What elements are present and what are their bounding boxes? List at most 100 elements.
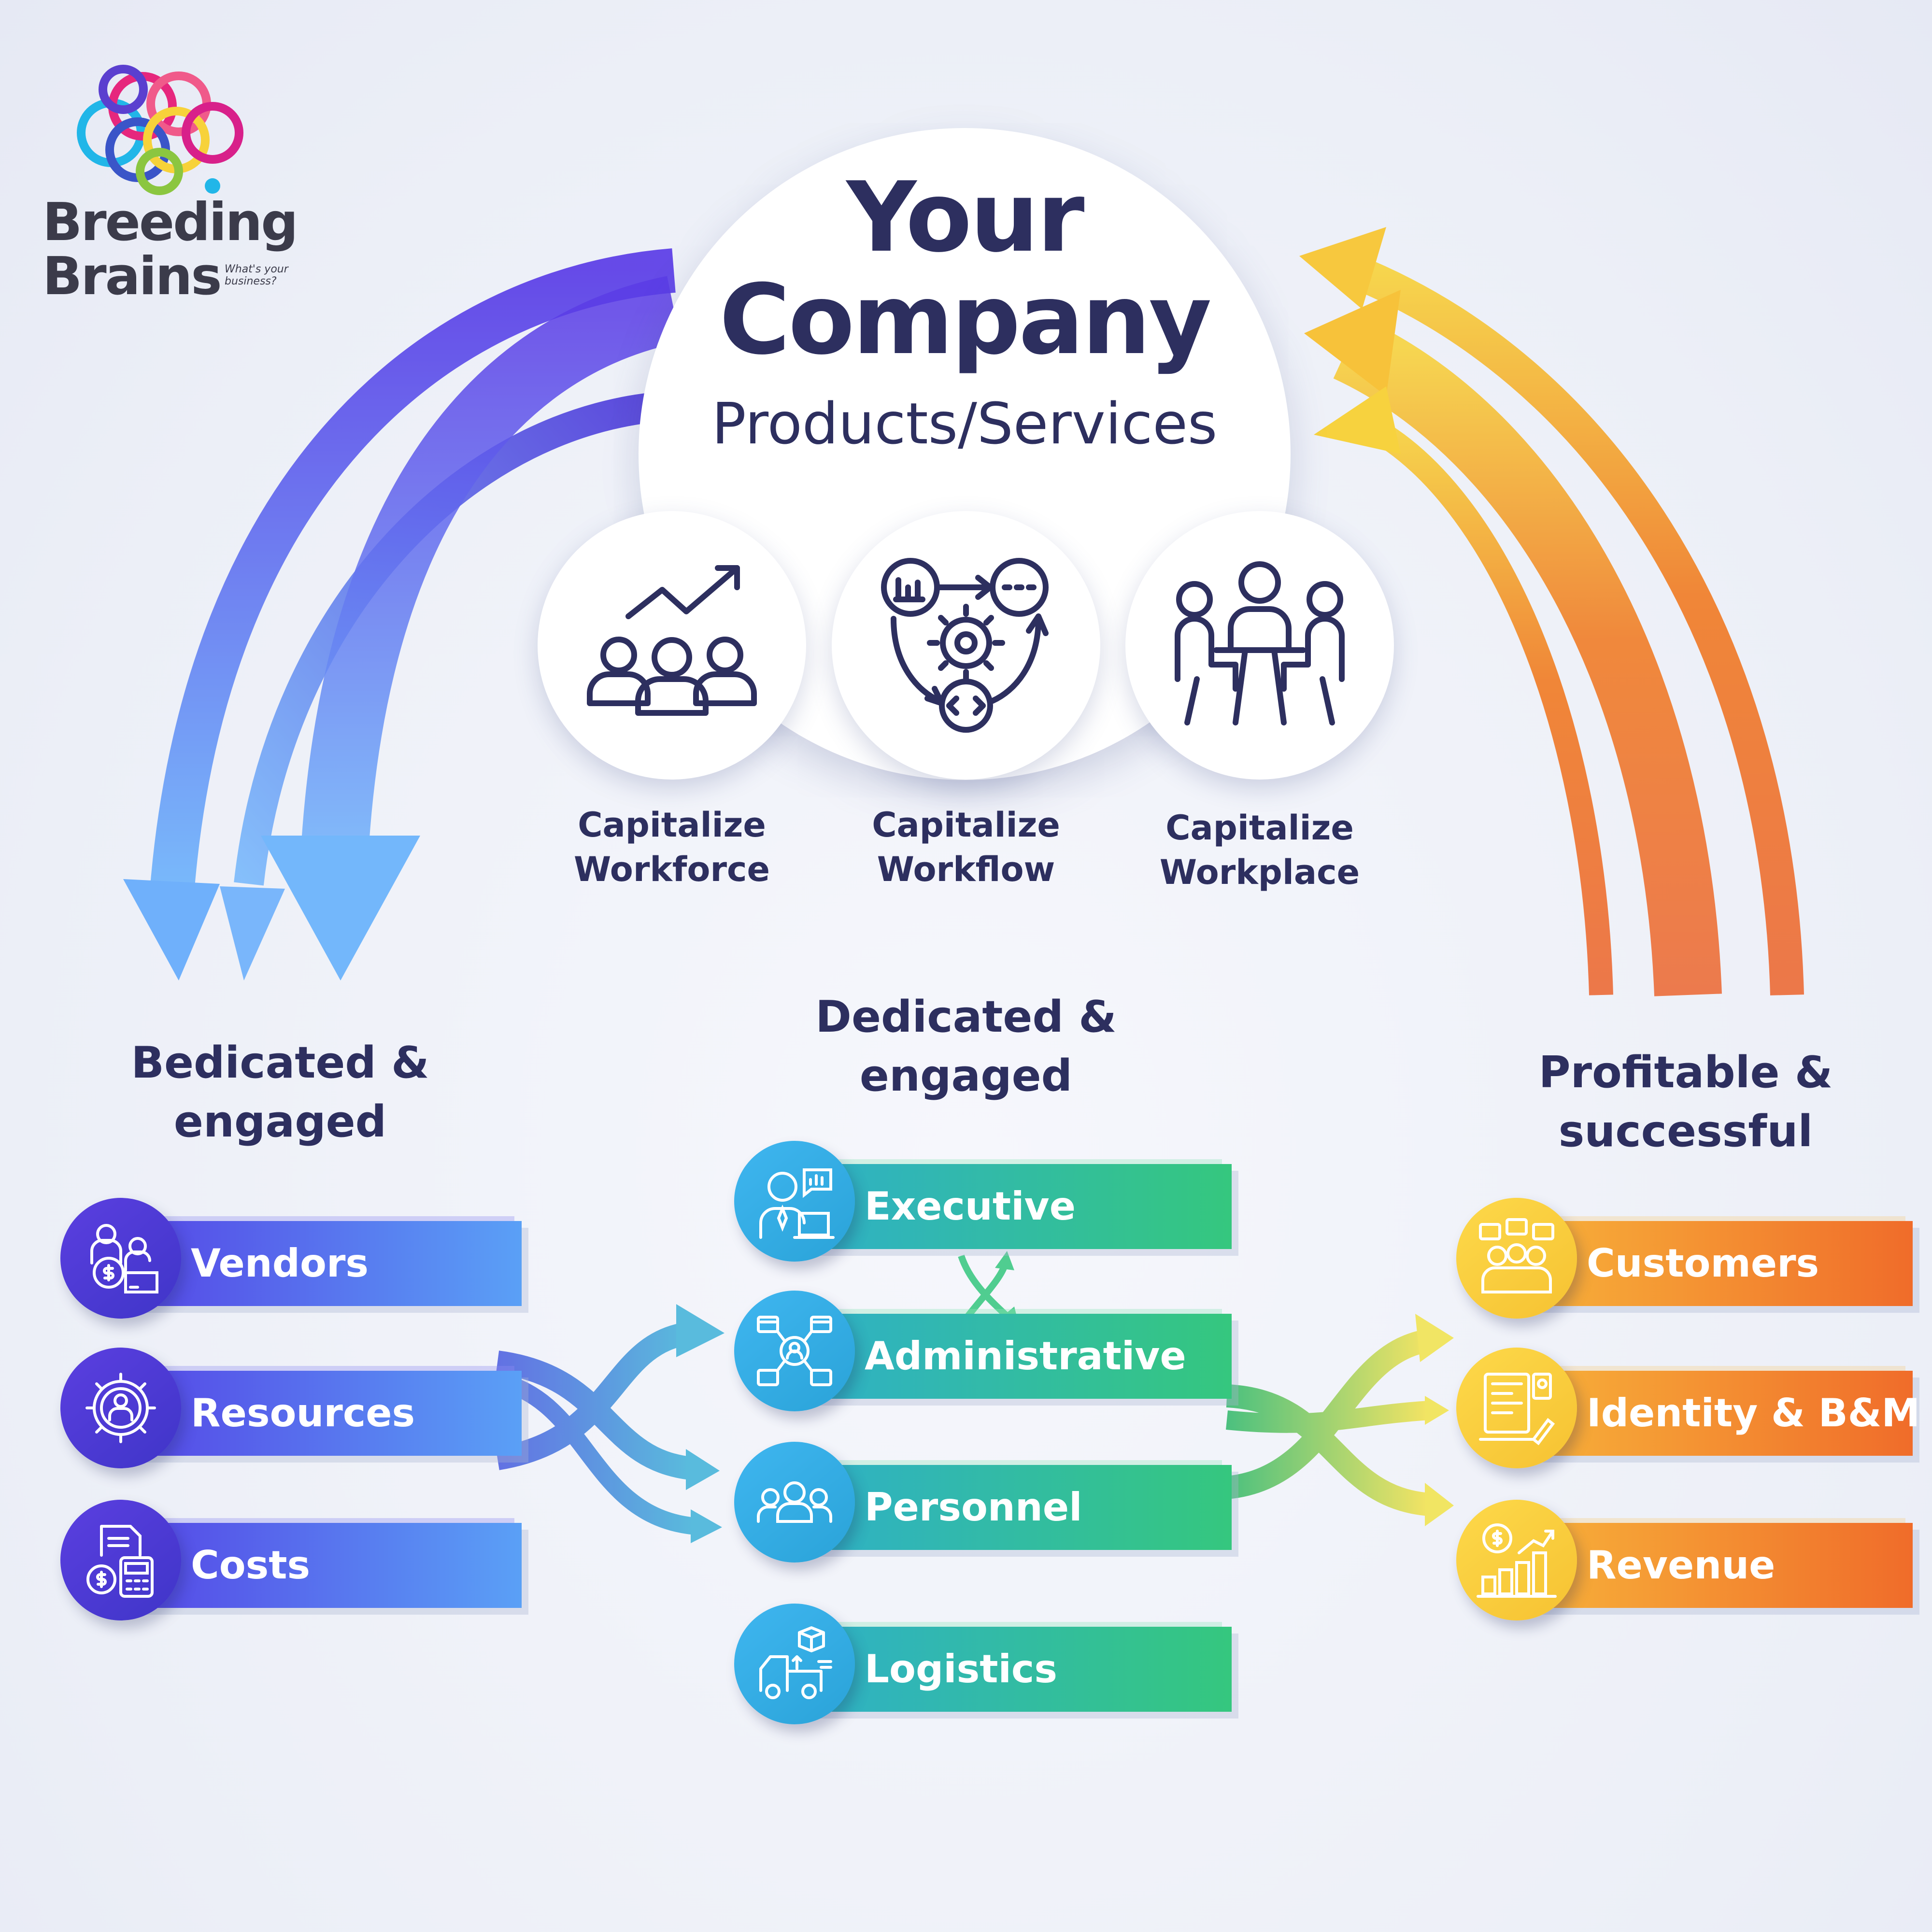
capitalize-workplace-circle	[1125, 511, 1394, 780]
company-title-line2: Company	[719, 264, 1211, 376]
pill-administrative-label: Administrative	[865, 1334, 1186, 1378]
capitalize-workforce-line1: Capitalize	[578, 805, 766, 845]
pill-executive-circle	[734, 1141, 855, 1262]
capitalize-workflow-line2: Workflow	[877, 850, 1055, 889]
pill-administrative-bar	[802, 1314, 1232, 1399]
pill-personnel-label: Personnel	[865, 1485, 1082, 1530]
capitalize-workflow-circle	[832, 511, 1100, 780]
capitalize-workplace-line2: Workplace	[1159, 852, 1360, 892]
orange-arc-inner	[1361, 414, 1613, 995]
connector-personnel-customers-head	[1415, 1314, 1454, 1362]
costs-calculator-icon	[86, 1525, 154, 1598]
pill-customers-bar	[1524, 1221, 1913, 1306]
logo-dot	[205, 178, 220, 194]
left-heading-line1: Bedicated &	[131, 1037, 429, 1088]
capitalize-workforce-circle	[538, 511, 806, 780]
pill-costs-bar	[128, 1523, 522, 1608]
blue-arc-inner	[299, 276, 681, 881]
company-subtitle: Products/Services	[711, 390, 1218, 457]
capitalize-workforce-line2: Workforce	[574, 850, 770, 889]
orange-arc-middle	[1333, 317, 1722, 996]
identity-brand-icon	[1479, 1373, 1555, 1446]
capitalize-workflow-line1: Capitalize	[872, 805, 1060, 845]
orange-arc-outer	[1346, 255, 1804, 995]
pill-logistics-bar	[802, 1627, 1232, 1712]
workplace-meeting-icon	[1175, 561, 1345, 725]
connector-resources-personnel-head	[691, 1509, 722, 1543]
pill-executive-bar	[802, 1164, 1232, 1249]
pill-personnel-circle	[734, 1442, 855, 1563]
pill-customers-label: Customers	[1587, 1241, 1819, 1286]
connector-vendors-personnel	[496, 1350, 693, 1480]
connector-resources-admin	[496, 1321, 693, 1470]
exec-admin-arrow-up	[963, 1264, 1008, 1321]
left-group-heading: Bedicated & engaged	[77, 1034, 483, 1151]
middle-heading-line2: engaged	[859, 1051, 1073, 1101]
right-flow-arrows	[1299, 227, 1804, 996]
breeding-brains-logo	[77, 65, 243, 195]
pill-resources-circle	[60, 1348, 181, 1468]
pill-resources-bar	[128, 1371, 522, 1456]
administrative-network-icon	[757, 1316, 832, 1386]
pill-personnel-bar	[802, 1465, 1232, 1550]
capitalize-workplace-label: Capitalize Workplace	[1134, 806, 1385, 895]
personnel-group-icon	[757, 1481, 832, 1523]
company-title: Your Company	[639, 167, 1291, 371]
middle-group-heading: Dedicated & engaged	[763, 988, 1169, 1106]
logo-circles-icon	[77, 65, 243, 195]
exec-admin-arrow-up-head	[995, 1251, 1014, 1270]
brand-name: Breeding Brains	[43, 196, 342, 304]
connector-personnel-identity	[1226, 1401, 1431, 1433]
connector-personnel-identity-head	[1425, 1396, 1449, 1425]
revenue-chart-icon	[1477, 1523, 1557, 1598]
pill-customers-circle	[1456, 1198, 1577, 1319]
right-heading-line1: Profitable &	[1538, 1047, 1833, 1098]
workforce-growth-icon	[587, 565, 757, 716]
executive-icon	[759, 1168, 835, 1239]
connector-admin-revenue-head	[1425, 1483, 1454, 1526]
vendor-icon	[90, 1224, 158, 1293]
capitalize-workplace-line1: Capitalize	[1165, 808, 1354, 848]
blue-arc-inner-head	[261, 836, 420, 980]
pill-identity-label: Identity & B&M	[1587, 1391, 1920, 1435]
workflow-cycle-icon	[881, 558, 1049, 733]
pill-logistics-circle	[734, 1604, 855, 1724]
pill-vendors-label: Vendors	[191, 1241, 369, 1286]
connector-admin-revenue	[1226, 1384, 1431, 1516]
brand-tagline-line1: What's your	[225, 263, 288, 275]
brand-name-line1: Breeding	[43, 192, 298, 253]
pill-revenue-label: Revenue	[1587, 1543, 1776, 1588]
resources-gear-icon	[85, 1373, 156, 1443]
pill-vendors-circle	[60, 1198, 181, 1319]
capitalize-workforce-label: Capitalize Workforce	[546, 803, 797, 892]
orange-arc-outer-head	[1299, 227, 1386, 309]
pill-logistics-label: Logistics	[865, 1647, 1057, 1691]
middle-to-right-connectors	[1225, 1314, 1454, 1526]
blue-arc-outer	[149, 248, 676, 900]
brand-tagline: What's your business?	[225, 263, 321, 287]
right-heading-line2: successful	[1558, 1106, 1813, 1157]
pill-revenue-bar	[1524, 1523, 1913, 1608]
connector-resources-personnel	[496, 1373, 696, 1535]
blue-arc-middle-head	[220, 886, 285, 980]
pill-administrative-circle	[734, 1291, 855, 1411]
pill-executive-label: Executive	[865, 1184, 1076, 1229]
blue-arc-outer-head	[123, 879, 220, 980]
pill-vendors-bar	[128, 1221, 522, 1306]
pill-revenue-circle	[1456, 1500, 1577, 1620]
left-to-middle-connectors	[496, 1304, 724, 1543]
pill-identity-circle	[1456, 1348, 1577, 1468]
pill-costs-label: Costs	[191, 1543, 311, 1588]
left-heading-line2: engaged	[173, 1096, 387, 1147]
company-title-line1: Your	[846, 161, 1085, 274]
brand-tagline-line2: business?	[225, 275, 277, 287]
orange-arc-inner-head	[1314, 386, 1401, 454]
left-flow-arrows	[123, 248, 681, 980]
connector-vendors-personnel-head	[686, 1449, 720, 1490]
pill-resources-label: Resources	[191, 1391, 415, 1435]
capitalize-workflow-label: Capitalize Workflow	[840, 803, 1092, 892]
middle-heading-line1: Dedicated &	[815, 992, 1117, 1042]
pill-identity-bar	[1524, 1371, 1913, 1456]
